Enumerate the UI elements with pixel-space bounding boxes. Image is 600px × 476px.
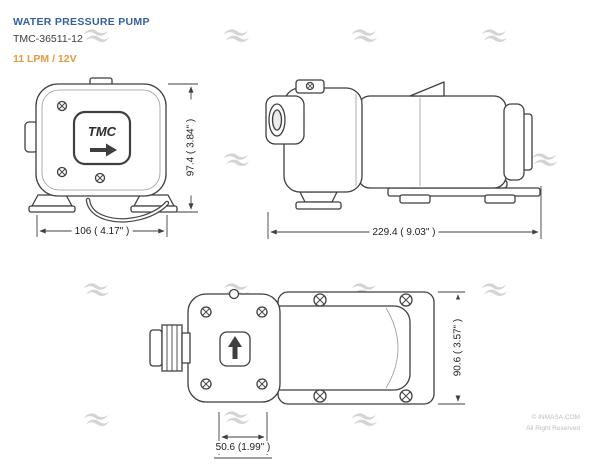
screw-icon	[56, 100, 68, 112]
copyright-line: © INMASA.COM	[531, 414, 581, 421]
screw-icon	[256, 378, 268, 390]
screw-icon	[305, 81, 315, 91]
side-view-drawing	[265, 79, 541, 210]
copyright-notice: © INMASA.COM All Right Reserved	[526, 412, 580, 434]
rights-line: All Right Reserved	[526, 425, 580, 433]
front-height-dimension: 97.4 ( 3.84" )	[184, 99, 198, 196]
front-view-drawing: TMC	[24, 77, 178, 223]
spec-rating: 11 LPM / 12V	[13, 53, 77, 66]
screw-icon	[200, 378, 212, 390]
screw-icon	[313, 293, 327, 307]
header: WATER PRESSURE PUMP TMC-36511-12 11 LPM …	[13, 16, 150, 66]
side-width-dimension: 229.4 ( 9.03" )	[369, 226, 439, 239]
top-port-dimension: 50.6 (1.99" )	[212, 441, 274, 454]
flow-arrow-icon	[228, 336, 242, 359]
top-height-dimension: 90.6 ( 3.57" )	[451, 299, 465, 396]
screw-icon	[56, 166, 68, 178]
screw-icon	[256, 306, 268, 318]
model-number: TMC-36511-12	[13, 33, 83, 46]
screw-icon	[313, 389, 327, 403]
tmc-logo-text: TMC	[88, 124, 117, 139]
screw-icon	[399, 389, 413, 403]
screw-icon	[200, 306, 212, 318]
top-view-drawing	[149, 288, 435, 405]
page-title: WATER PRESSURE PUMP	[13, 16, 150, 28]
front-width-dimension: 106 ( 4.17" )	[71, 225, 133, 238]
screw-icon	[94, 172, 106, 184]
flow-arrow-icon	[90, 143, 117, 157]
screw-icon	[399, 293, 413, 307]
